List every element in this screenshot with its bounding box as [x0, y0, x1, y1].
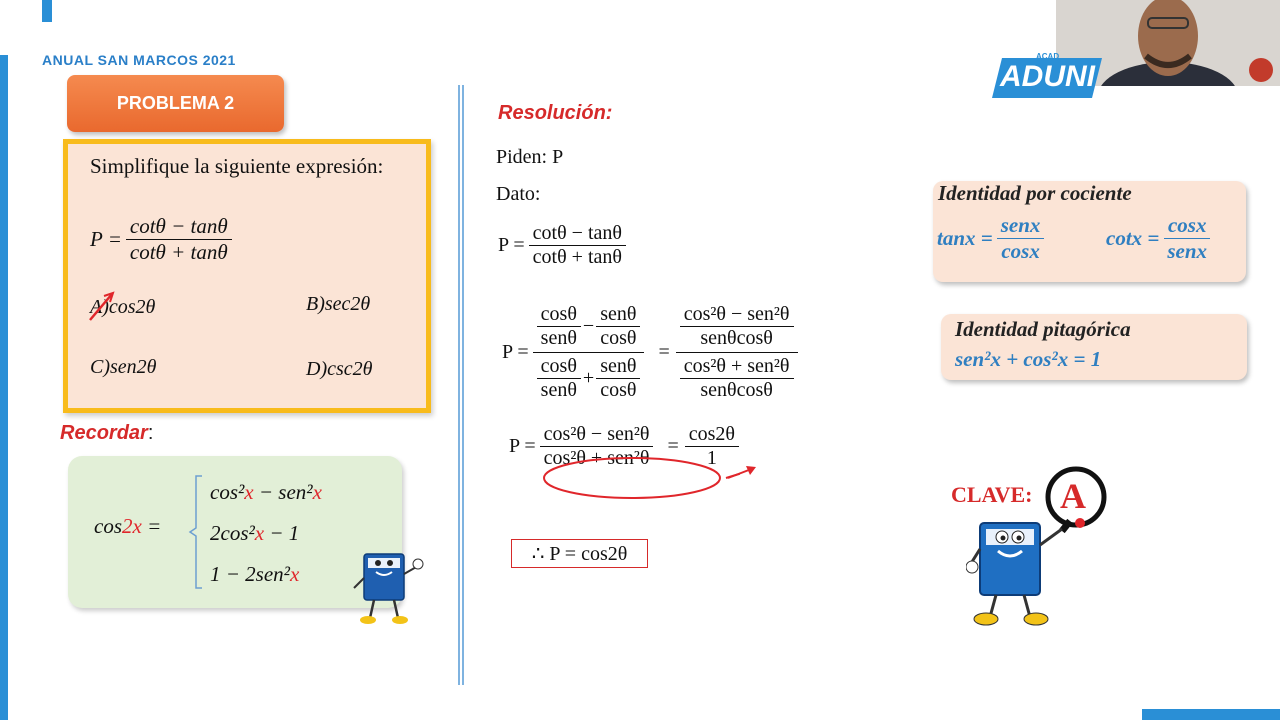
cos2x-identity-box: cos2x = cos²x − sen²x 2cos²x − 1 1 − 2se…: [68, 456, 402, 608]
brace-icon: [188, 475, 202, 589]
expression-denominator: cotθ + tanθ: [129, 240, 228, 264]
cos2x-lhs: cos2x =: [94, 514, 162, 538]
identidad-pitagorica-box: Identidad pitagórica sen²x + cos²x = 1: [941, 314, 1247, 380]
bottom-accent-bar: [1142, 709, 1280, 720]
problem-box: Simplifique la siguiente expresión: P = …: [63, 139, 431, 413]
logo-text: ADUNI: [1000, 60, 1095, 93]
dato-text: Dato:: [496, 183, 541, 205]
option-d[interactable]: D)csc2θ: [306, 358, 373, 380]
expression-lhs: P =: [90, 227, 122, 251]
piden-text: Piden: P: [496, 146, 564, 168]
recordar-label: Recordar:: [60, 422, 154, 444]
expression-numerator: cotθ − tanθ: [125, 214, 232, 240]
left-accent-bar: [0, 55, 8, 720]
column-divider: [458, 85, 464, 685]
resolucion-title: Resolución:: [498, 102, 613, 124]
problem-expression: P = cotθ − tanθ cotθ + tanθ: [90, 214, 232, 265]
option-c[interactable]: C)sen2θ: [90, 356, 157, 378]
identidad-cociente-title: Identidad por cociente: [938, 181, 1132, 205]
cos2x-line-2: 2cos²x − 1: [210, 521, 300, 545]
course-title: ANUAL SAN MARCOS 2021: [42, 52, 236, 68]
problem-label: PROBLEMA 2: [67, 75, 284, 132]
cos2x-line-1: cos²x − sen²x: [210, 480, 322, 504]
clave-answer: A: [1060, 476, 1086, 516]
clave-label: CLAVE:: [951, 482, 1033, 507]
magnifier-icon: [1045, 466, 1107, 534]
identidad-pitagorica-title: Identidad pitagórica: [955, 317, 1131, 341]
annotation-ellipse: [543, 457, 740, 499]
top-accent-bar: [42, 0, 52, 22]
arrow-icon: [727, 466, 756, 479]
book-mascot-icon: [353, 553, 424, 624]
cos2x-line-3: 1 − 2sen²x: [210, 562, 300, 586]
check-mark-icon: [89, 291, 115, 321]
result-box: ∴ P = cos2θ: [511, 539, 648, 568]
logo-small-text: ACAD: [1036, 52, 1060, 61]
expression-fraction: cotθ − tanθ cotθ + tanθ: [125, 214, 232, 265]
option-b[interactable]: B)sec2θ: [306, 293, 371, 315]
clave-mascot-icon: [966, 522, 1063, 626]
problem-statement: Simplifique la siguiente expresión:: [90, 154, 384, 178]
pitagorica-equation: sen²x + cos²x = 1: [955, 347, 1102, 371]
step1-equation: P = cotθ − tanθ cotθ + tanθ: [498, 222, 626, 269]
aduni-logo: [992, 58, 1102, 98]
